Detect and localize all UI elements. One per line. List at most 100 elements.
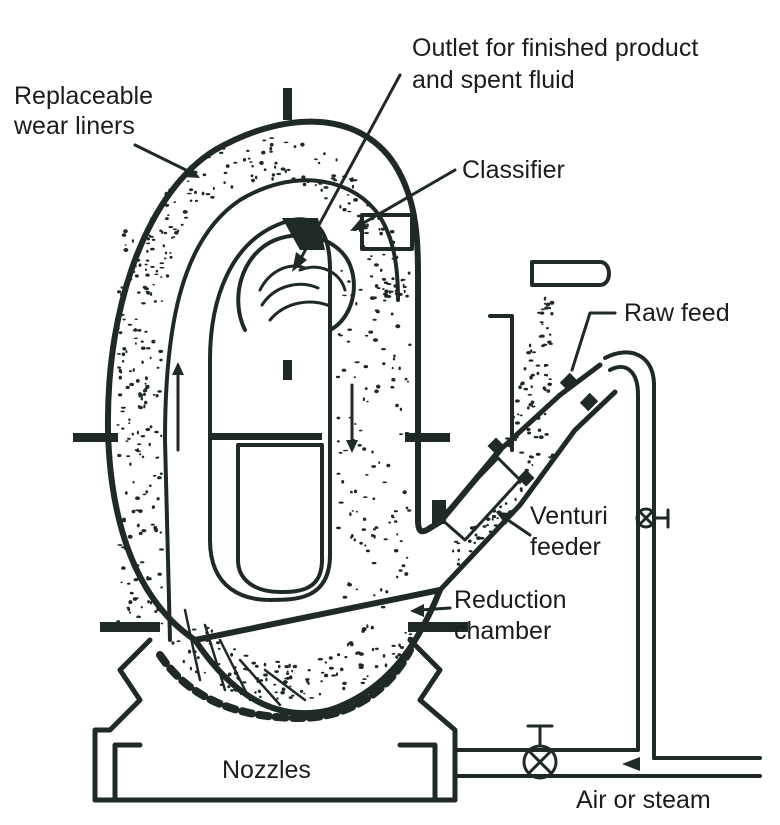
particle [539,321,544,324]
particle [203,671,206,674]
particle [290,179,293,183]
particle [130,628,133,631]
particle [246,149,250,152]
particle [324,197,328,200]
particle [520,382,524,386]
air-flow-arrow [622,757,640,771]
particle [523,387,529,391]
particle [225,164,230,168]
particle [328,666,334,670]
particle [474,527,477,531]
particle [342,595,348,599]
particle [284,665,290,669]
particle [390,385,395,389]
particle [524,468,529,472]
particle [278,664,281,669]
particle [156,366,160,369]
nozzle-jets [183,608,307,707]
particle [548,306,552,310]
particle [393,510,398,513]
particle [493,524,499,527]
particle [286,670,289,673]
particle [505,437,510,440]
particle [291,669,294,673]
particle [550,453,556,458]
particle [370,534,375,537]
particle [352,179,358,182]
particle [515,421,520,425]
particle [347,582,350,585]
particle [120,410,125,413]
particle [499,505,503,509]
particle [328,656,333,660]
particle [223,181,226,185]
particle [153,300,157,303]
classifier-vanes [258,264,347,322]
particle [152,283,155,286]
particle [380,605,386,609]
particle [519,414,523,417]
particle [145,290,150,293]
particle [457,558,460,561]
particle [513,483,517,486]
particle [530,373,536,377]
particle [400,278,404,282]
particle [519,451,525,454]
particle [263,662,267,667]
particle [366,675,369,678]
particle [382,362,386,366]
nozzle-manifold [92,637,458,803]
feed-pipe [530,260,611,287]
particle [201,191,205,196]
particle [355,652,360,655]
air-label: Air or steam [576,786,711,814]
particle [398,569,403,572]
particle [333,179,338,182]
particle [361,528,367,531]
particle [227,672,232,677]
particle [324,661,328,664]
particle [527,473,531,478]
particle [194,199,199,202]
particle [212,186,215,191]
particle [530,385,533,389]
particle [157,209,160,213]
particle [147,600,150,604]
particle [187,649,192,654]
particle [136,430,139,435]
particle [373,263,379,267]
particle [165,274,170,278]
particle [155,269,159,273]
particle [150,265,155,268]
particle [402,490,407,495]
particle [129,462,132,466]
particle [360,429,363,432]
particle [301,175,306,180]
venturi-leader-head [496,512,512,525]
particle [381,277,387,281]
particle [358,288,363,291]
particle [128,370,132,373]
particle [368,330,374,334]
particle [473,541,476,545]
particle [164,203,170,207]
center-flange [210,433,322,440]
particle [361,629,365,633]
particle [309,697,315,699]
particle [138,249,142,253]
particle [143,392,146,396]
particle [141,346,146,350]
particle [359,663,364,667]
particle [374,665,379,669]
particle [399,407,403,411]
particle [514,497,517,502]
particle [488,530,493,533]
particle [126,582,131,585]
particle [160,300,164,302]
manifold-left [92,637,153,803]
particle [269,142,274,147]
outlet-leader-head [292,252,307,272]
particle [293,145,297,149]
flow-arrows [172,362,358,707]
